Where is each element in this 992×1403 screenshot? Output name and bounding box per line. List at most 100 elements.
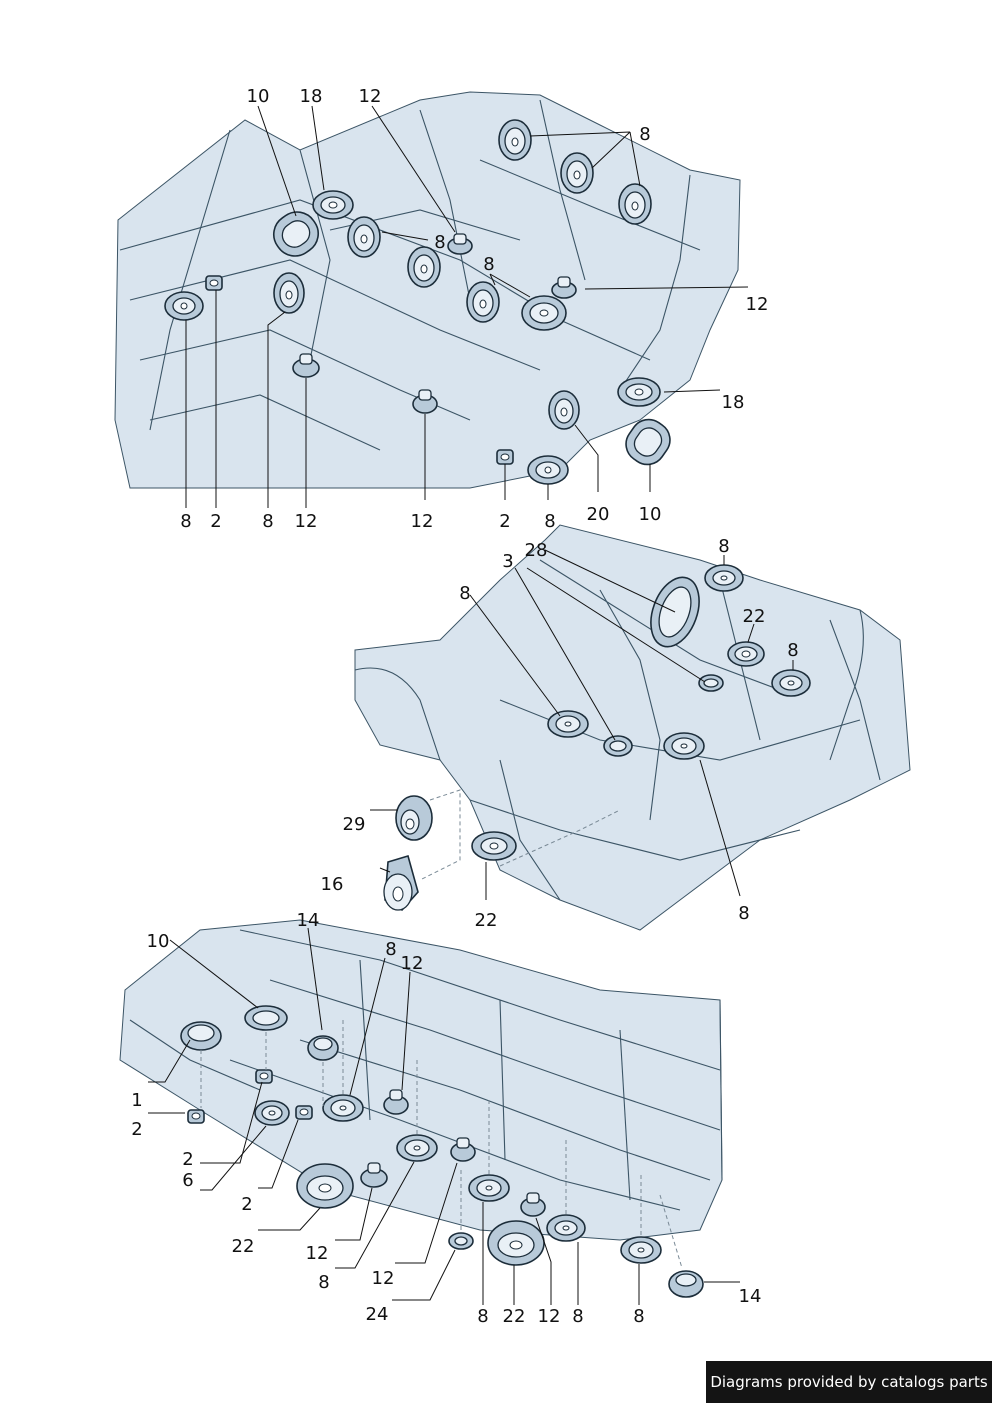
oval-plug <box>272 211 320 257</box>
grommet <box>603 735 633 757</box>
bottom-mount-lines <box>200 1020 683 1269</box>
callout-label: 12 <box>401 953 424 974</box>
callout-label: 8 <box>633 1306 644 1327</box>
clip <box>360 1162 388 1188</box>
cap <box>180 1021 222 1051</box>
clip <box>450 1137 476 1162</box>
callout-label: 8 <box>477 1306 488 1327</box>
callout-label: 14 <box>297 910 320 931</box>
grommet <box>698 674 724 692</box>
oval-plug <box>625 418 671 466</box>
callout-label: 12 <box>538 1306 561 1327</box>
bottom-view: 10 14 8 12 1 2 2 6 2 22 12 8 12 24 8 22 … <box>119 910 762 1327</box>
cap-14 <box>668 1270 704 1298</box>
callout-label: 3 <box>502 551 513 572</box>
callout-label: 8 <box>434 232 445 253</box>
grommet <box>548 390 580 430</box>
callout-label: 10 <box>639 504 662 525</box>
grommet <box>618 183 652 225</box>
nut <box>205 275 223 291</box>
grommet <box>164 291 204 321</box>
callout-label: 2 <box>210 511 221 532</box>
grommet <box>254 1100 290 1126</box>
sleeve-16 <box>383 854 419 912</box>
grommet <box>560 152 594 194</box>
callout-label: 8 <box>459 583 470 604</box>
callout-label: 24 <box>366 1304 389 1325</box>
installation-path <box>499 809 621 867</box>
callout-label: 2 <box>241 1194 252 1215</box>
grommet <box>407 246 441 288</box>
grommet <box>521 295 567 331</box>
callout-label: 20 <box>587 504 610 525</box>
grommet-22 <box>471 831 517 861</box>
nut <box>496 449 514 465</box>
nut <box>255 1069 273 1084</box>
callout-label: 2 <box>182 1149 193 1170</box>
top-view: 10 18 12 8 8 8 12 18 8 2 8 12 12 2 8 20 … <box>114 86 769 532</box>
grommet <box>547 710 589 738</box>
bottom-leader-lines <box>148 927 740 1305</box>
middle-body-silhouette <box>354 524 911 931</box>
callout-label: 8 <box>385 939 396 960</box>
callout-label: 1 <box>131 1090 142 1111</box>
nut <box>187 1109 205 1124</box>
callout-label: 22 <box>475 910 498 931</box>
callout-label: 12 <box>306 1243 329 1264</box>
callout-label: 8 <box>718 536 729 557</box>
grommet <box>727 641 765 667</box>
callout-label: 2 <box>499 511 510 532</box>
callout-label: 8 <box>180 511 191 532</box>
callout-label: 29 <box>343 814 366 835</box>
callout-label: 8 <box>483 254 494 275</box>
grommet <box>546 1214 586 1242</box>
grommet <box>663 732 705 760</box>
callout-label: 6 <box>182 1170 193 1191</box>
callout-label: 8 <box>572 1306 583 1327</box>
clip <box>447 233 473 255</box>
callout-label: 10 <box>147 931 170 952</box>
grommet <box>617 377 661 407</box>
grommet <box>396 1134 438 1162</box>
middle-leader-lines <box>370 549 794 900</box>
callout-label: 22 <box>743 606 766 627</box>
cap <box>307 1035 339 1061</box>
callout-label: 10 <box>247 86 270 107</box>
plug-24 <box>448 1232 474 1250</box>
callout-label: 8 <box>318 1272 329 1293</box>
clip <box>520 1192 546 1217</box>
callout-label: 8 <box>639 124 650 145</box>
middle-view: 28 3 8 8 22 8 29 16 22 8 <box>321 524 911 931</box>
callout-label: 12 <box>746 294 769 315</box>
grommet <box>466 281 500 323</box>
credit-banner: Diagrams provided by catalogs parts <box>706 1361 992 1403</box>
callout-label: 2 <box>131 1119 142 1140</box>
grommet <box>312 190 354 220</box>
callout-label: 22 <box>232 1236 255 1257</box>
callout-label: 8 <box>787 640 798 661</box>
callout-label: 8 <box>738 903 749 924</box>
callout-label: 12 <box>372 1268 395 1289</box>
clip <box>383 1089 409 1115</box>
grommet <box>771 669 811 697</box>
top-leader-lines <box>185 105 749 508</box>
oval-plug <box>244 1005 288 1031</box>
clip <box>412 389 438 414</box>
callout-label: 22 <box>503 1306 526 1327</box>
grommet-29 <box>395 795 433 841</box>
callout-label: 16 <box>321 874 344 895</box>
callout-label: 18 <box>300 86 323 107</box>
clip <box>551 276 577 299</box>
callout-label: 28 <box>525 540 548 561</box>
grommet <box>322 1094 364 1122</box>
large-grommet-22 <box>296 1163 354 1209</box>
grommet <box>704 564 744 592</box>
grommet <box>620 1236 662 1264</box>
callout-label: 14 <box>739 1286 762 1307</box>
grommet <box>527 455 569 485</box>
callout-label: 12 <box>359 86 382 107</box>
bottom-floor-silhouette <box>119 919 723 1241</box>
grommet <box>468 1174 510 1202</box>
grommet <box>498 119 532 161</box>
